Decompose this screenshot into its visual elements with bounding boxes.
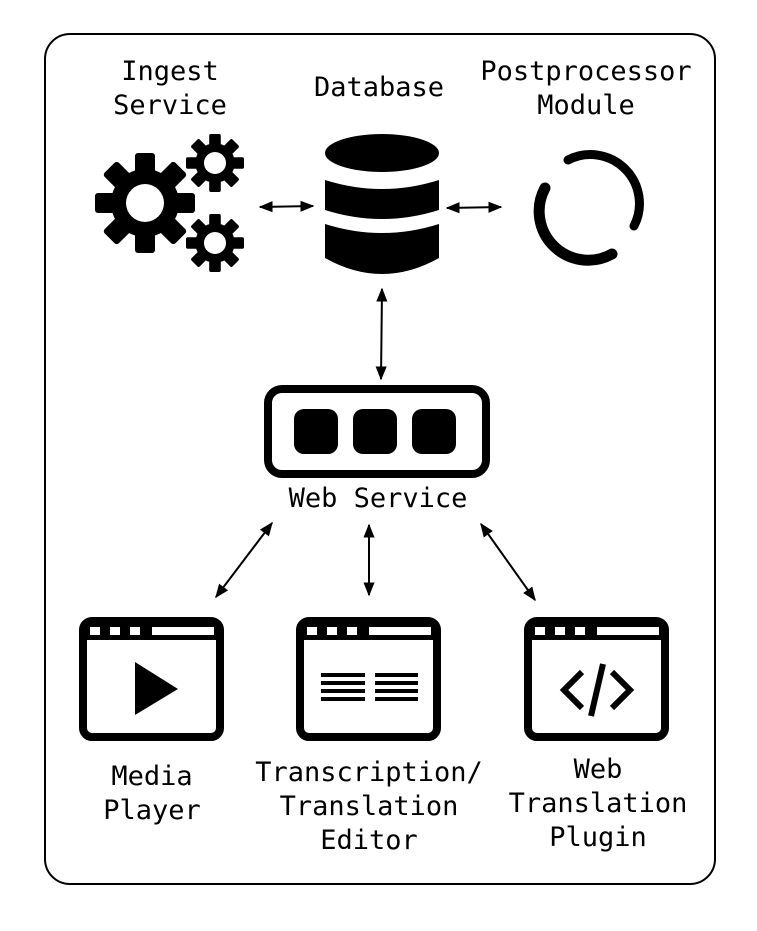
edge-webservice-mediaplayer	[215, 521, 273, 599]
code-window-icon	[524, 617, 669, 741]
ingest-service-label-line2: Service	[113, 90, 227, 121]
database-label-line1: Database	[313, 72, 445, 103]
edge-database-postprocessor	[445, 201, 503, 214]
edge-database-webservice	[375, 287, 388, 381]
gears-icon	[95, 134, 244, 272]
postprocessor-label-line2: Module	[537, 90, 635, 121]
plugin-label-line2: Translation	[508, 788, 688, 819]
editor-label-line1: Transcription/	[255, 757, 483, 788]
plugin-label-line3: Plugin	[549, 822, 647, 853]
server-icon	[264, 385, 490, 478]
video-window-icon	[79, 617, 224, 741]
media-player-label-line1: Media	[111, 761, 193, 792]
plugin-label-line1: Web	[573, 754, 623, 785]
web-service-label-line1: Web Service	[288, 483, 468, 514]
edge-webservice-plugin	[480, 522, 536, 602]
edge-ingest-database	[258, 200, 315, 213]
editor-label-line3: Editor	[320, 825, 418, 856]
web-service-label: Web Service	[289, 482, 468, 516]
database-icon	[325, 134, 439, 274]
editor-label-line2: Translation	[279, 791, 459, 822]
ingest-service-label-line1: Ingest	[121, 56, 219, 87]
system-boundary	[44, 33, 716, 885]
postprocessor-label-line1: Postprocessor	[480, 56, 692, 87]
media-player-label-line2: Player	[103, 795, 201, 826]
loading-ring-icon	[533, 150, 644, 266]
database-label: Database	[314, 71, 444, 105]
document-window-icon	[296, 617, 441, 741]
